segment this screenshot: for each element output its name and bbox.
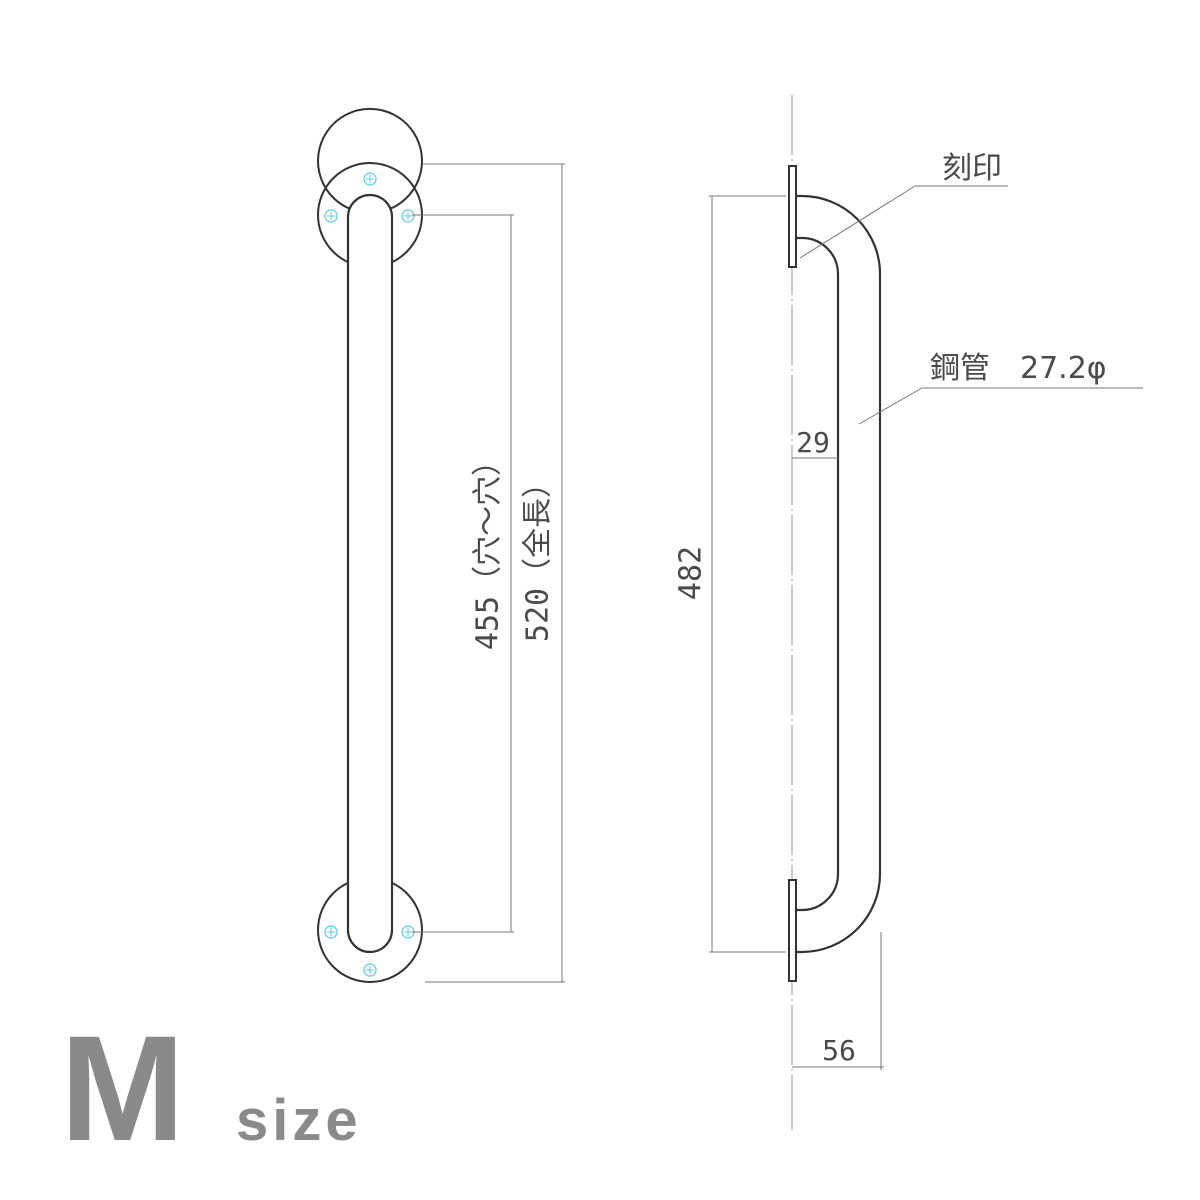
side-bar-outer: [796, 194, 882, 954]
size-letter: M: [60, 1004, 185, 1172]
dimension-projection: [792, 932, 884, 1070]
dimension-overall-length: [422, 163, 565, 983]
marking-leader: [799, 185, 1008, 259]
projection-label: 56: [822, 1034, 856, 1067]
screw-icon: [401, 209, 415, 223]
bottom-wall-plate: [788, 879, 797, 982]
overall-length-label: 520（全長）: [521, 468, 556, 642]
hole-to-hole-label: 455（穴～穴）: [471, 446, 506, 650]
dimension-height: [709, 195, 786, 953]
front-view: 455（穴～穴） 520（全長）: [317, 107, 565, 983]
side-view: 482 29 56 刻印 鋼管 27.2φ: [674, 95, 1143, 1130]
front-bar: [346, 193, 394, 954]
dimension-hole-to-hole: [412, 214, 514, 933]
gap-label: 29: [796, 426, 830, 459]
screw-icon: [363, 172, 377, 186]
screw-icon: [324, 925, 338, 939]
size-word: size: [236, 1088, 362, 1153]
top-wall-plate: [788, 165, 797, 268]
pipe-label: 鋼管 27.2φ: [930, 351, 1107, 386]
screw-icon: [324, 209, 338, 223]
pipe-leader: [858, 387, 1143, 425]
top-flange: [317, 107, 423, 209]
screw-icon: [363, 963, 377, 977]
height-label: 482: [674, 546, 709, 600]
side-bar-inner: [796, 236, 840, 912]
marking-label: 刻印: [942, 151, 1002, 186]
size-badge: M size: [60, 1004, 362, 1172]
